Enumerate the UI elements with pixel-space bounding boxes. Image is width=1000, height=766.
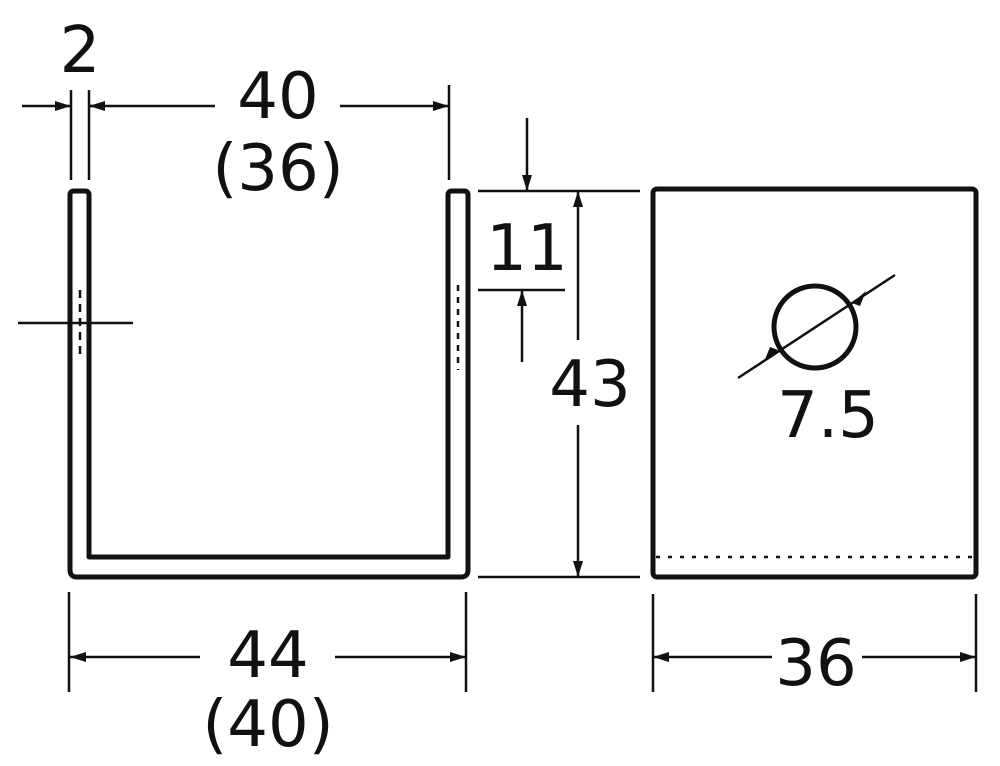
dim-11-arrow-top <box>522 175 532 191</box>
dim-hole-offset-label: 11 <box>486 212 567 286</box>
dim-2-arrow-left <box>55 101 71 111</box>
hole-leader-line <box>737 273 896 380</box>
dim-44-arrow-right <box>450 652 466 662</box>
dim-height-label: 43 <box>549 348 630 422</box>
hole-leader-arrow-upper <box>852 291 866 306</box>
dim-outer-width-label: 44 <box>227 619 308 693</box>
dim-40-arrow-right <box>433 101 449 111</box>
dim-hole-diameter-label: 7.5 <box>777 379 879 453</box>
side-view: 7.5 <box>650 186 979 580</box>
dim-43-arrow-top <box>573 191 583 207</box>
mounting-hole <box>771 283 859 371</box>
front-view <box>18 188 471 580</box>
dim-36-arrow-left <box>653 652 669 662</box>
dim-inner-width-alt-label: (36) <box>212 132 343 206</box>
dim-44-arrow-left <box>70 652 86 662</box>
u-channel-outline <box>67 188 471 580</box>
hole-leader-arrow-lower <box>764 347 778 362</box>
depth-dimension: 36 <box>651 594 978 701</box>
dim-36-arrow-right <box>960 652 976 662</box>
dim-43-arrow-bottom <box>573 561 583 577</box>
dim-11-arrow-bottom <box>517 290 527 306</box>
top-dimensions: 2 40 (36) <box>22 14 451 206</box>
dim-outer-width-alt-label: (40) <box>202 688 333 762</box>
dim-depth-label: 36 <box>775 627 856 701</box>
dim-thickness-label: 2 <box>60 14 101 88</box>
height-dimensions: 11 43 <box>478 118 640 579</box>
bottom-dimensions: 44 (40) <box>67 592 468 762</box>
side-view-outline <box>650 186 979 580</box>
dim-inner-width-label: 40 <box>237 60 318 134</box>
